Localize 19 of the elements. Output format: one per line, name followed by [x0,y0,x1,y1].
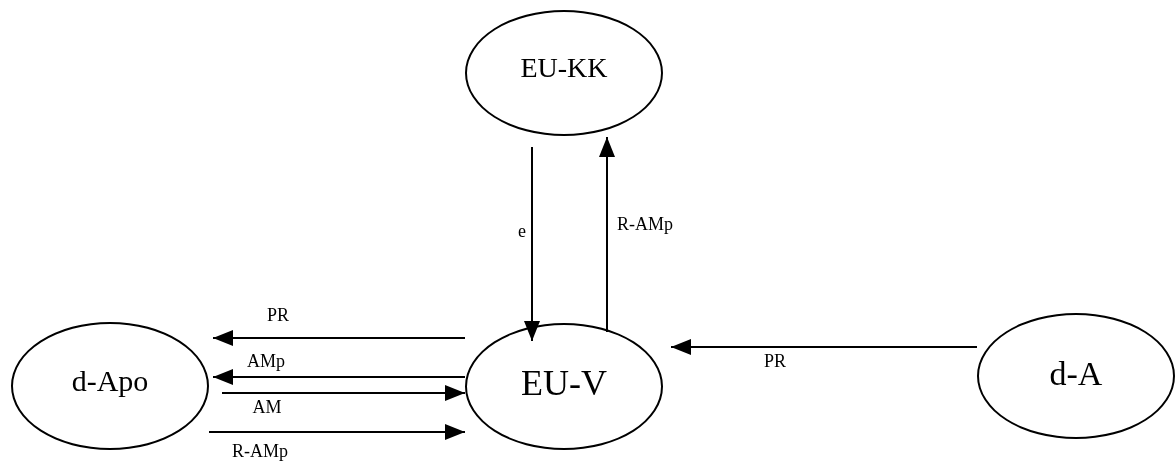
edge-label: R-AMp [232,442,288,460]
ellipse-node [465,10,663,136]
arrow [208,424,466,440]
ellipse-node [11,322,209,450]
arrow [670,339,978,355]
node-label: EU-KK [520,54,608,85]
edge-label: AMp [247,352,285,370]
arrow [221,385,466,401]
ellipse-node [977,313,1175,439]
arrow [212,330,466,346]
edge-label: R-AMp [617,214,673,233]
edge-label: PR [267,306,290,324]
node-label: d-A [1049,357,1103,394]
node-label: d-Apo [71,366,149,399]
node-label: EU-V [521,365,607,405]
ellipse-node [465,323,663,450]
arrow [524,146,540,342]
edge-label: AM [252,398,282,416]
edge-label: PR [764,352,787,370]
